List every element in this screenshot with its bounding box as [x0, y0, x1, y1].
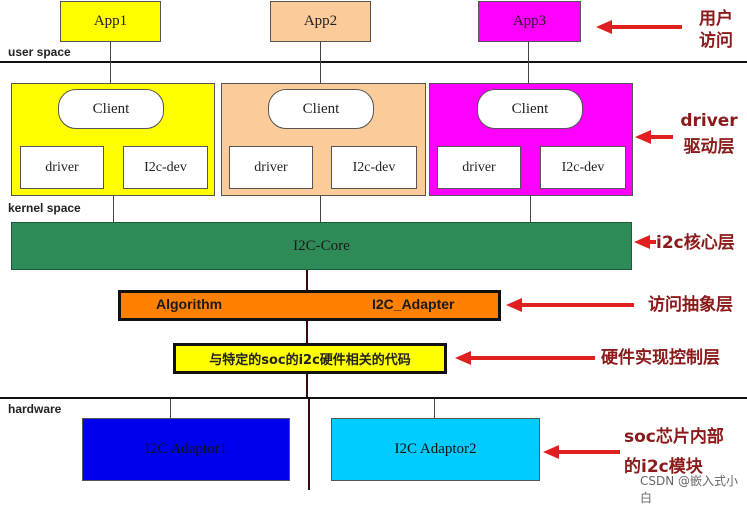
user-space-divider	[0, 61, 747, 63]
annot-user-access-line1: 用户	[699, 9, 733, 29]
i2c-dev-box-2: I2c-dev	[331, 146, 417, 189]
annot-user-access: 用户 访问	[688, 8, 744, 52]
driver-core-connector-1	[113, 196, 114, 222]
annot-soc-module-line1: soc芯片内部	[624, 427, 724, 447]
algorithm-soc-connector	[306, 321, 308, 343]
arrow-access-abstract	[506, 298, 634, 312]
i2c-adaptor2-label: I2C Adaptor2	[394, 441, 477, 457]
hw-connector-2	[308, 399, 310, 490]
arrow-driver-layer	[635, 130, 673, 144]
annot-access-abstract: 访问抽象层	[648, 295, 733, 315]
annot-soc-module-line2: 的i2c模块	[624, 457, 703, 477]
annot-user-access-line2: 访问	[699, 31, 733, 51]
app2-box: App2	[270, 1, 371, 42]
i2c-adaptor1-label: I2C Adaptor1	[144, 441, 228, 457]
arrow-soc-module	[543, 445, 620, 459]
driver-core-connector-3	[530, 196, 531, 222]
hardware-divider	[0, 397, 747, 399]
arrow-core-layer	[634, 235, 656, 249]
i2c-core-label: I2C-Core	[293, 237, 350, 254]
watermark: CSDN @嵌入式小白	[640, 474, 739, 505]
annot-driver-layer: driver 驱动层	[674, 110, 744, 158]
app3-connector	[528, 42, 529, 89]
annot-driver-layer-line2: 驱动层	[683, 137, 735, 157]
app2-connector	[320, 42, 321, 89]
algorithm-adapter-box	[118, 290, 501, 321]
kernel-space-label: kernel space	[8, 201, 81, 215]
driver-box-3: driver	[437, 146, 521, 189]
annot-soc-module: soc芯片内部 的i2c模块	[624, 426, 747, 478]
app1-label: App1	[93, 13, 128, 29]
client-2: Client	[268, 89, 374, 129]
i2c-dev-box-1: I2c-dev	[123, 146, 208, 189]
hw-connector-1	[170, 399, 171, 418]
core-algorithm-connector	[306, 270, 308, 290]
user-space-label: user space	[8, 45, 71, 59]
annot-driver-layer-line1: driver	[680, 111, 738, 131]
i2c-adaptor2-box: I2C Adaptor2	[331, 418, 540, 481]
soc-hardware-connector	[306, 374, 308, 398]
app1-connector	[110, 42, 111, 89]
soc-code-box: 与特定的soc的i2c硬件相关的代码	[173, 343, 447, 374]
i2c-adaptor1-box: I2C Adaptor1	[82, 418, 290, 481]
annot-hw-control: 硬件实现控制层	[601, 348, 720, 368]
app2-label: App2	[303, 13, 338, 29]
app3-box: App3	[478, 1, 581, 42]
driver-box-1: driver	[20, 146, 104, 189]
hw-connector-3	[434, 399, 435, 418]
i2c-core-box: I2C-Core	[11, 222, 632, 270]
app1-box: App1	[60, 1, 161, 42]
algorithm-label: Algorithm	[156, 296, 223, 312]
client-3: Client	[477, 89, 583, 129]
driver-box-2: driver	[229, 146, 313, 189]
arrow-hw-control	[455, 351, 595, 365]
adapter-label: I2C_Adapter	[372, 296, 455, 312]
arrow-user-access	[596, 20, 682, 34]
i2c-dev-box-3: I2c-dev	[540, 146, 626, 189]
hardware-label: hardware	[8, 402, 62, 416]
driver-core-connector-2	[320, 196, 321, 222]
annot-core-layer: i2c核心层	[656, 233, 735, 253]
client-1: Client	[58, 89, 164, 129]
soc-code-label: 与特定的soc的i2c硬件相关的代码	[209, 353, 411, 368]
app3-label: App3	[512, 13, 547, 29]
